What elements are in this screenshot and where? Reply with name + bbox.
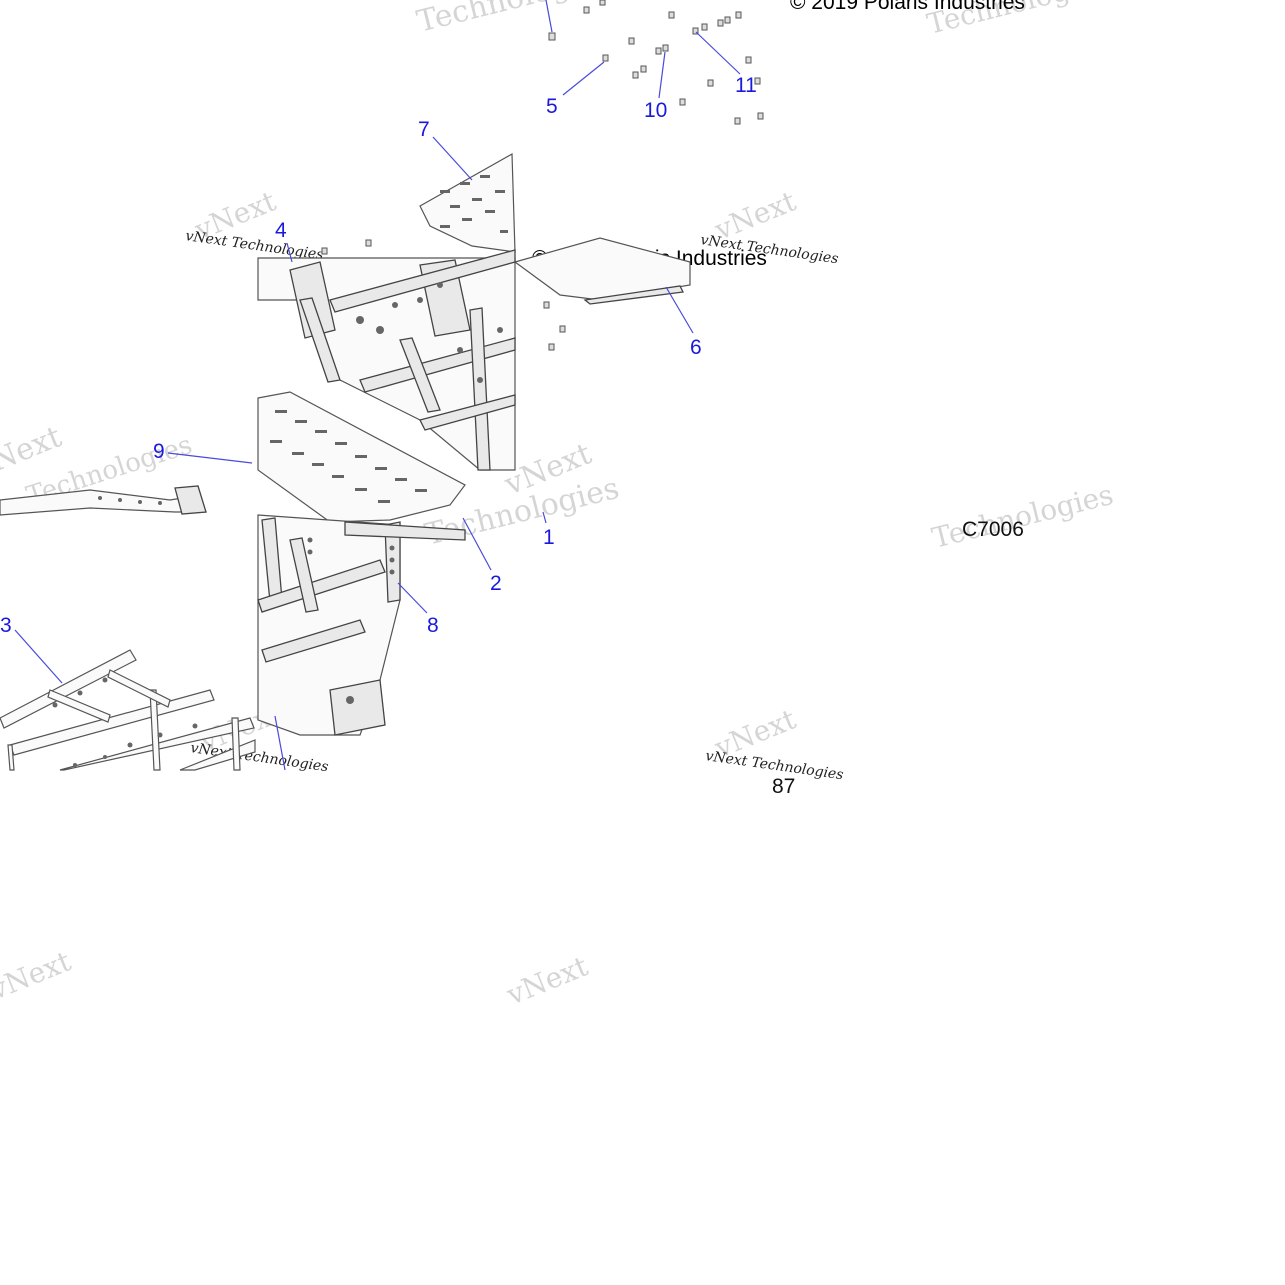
main-frame	[257, 249, 516, 471]
callout-1: 1	[543, 526, 555, 549]
callout-2: 2	[490, 572, 502, 595]
watermark-technologies: Technologies	[929, 478, 1117, 555]
callout-3: 3	[0, 614, 12, 637]
figure-code: C7006	[962, 518, 1024, 541]
front-frame	[257, 514, 466, 736]
callout-6: 6	[690, 336, 702, 359]
callout-5: 5	[546, 95, 558, 118]
callout-7: 7	[418, 118, 430, 141]
callout-labels: 1 2 3 4 5 6 7 8 9 10 11	[0, 74, 757, 637]
leader-lines	[14, 0, 741, 771]
hardware-cluster	[321, 0, 764, 351]
page-fragment: 87	[772, 775, 795, 798]
callout-8: 8	[427, 614, 439, 637]
front-floor-panel	[257, 391, 466, 523]
callout-4: 4	[275, 219, 287, 242]
cargo-rack-frame	[0, 649, 256, 771]
side-rail-bracket	[0, 485, 207, 516]
rear-floor-panel	[419, 152, 516, 253]
copyright-top: © 2019 Polaris Industries	[790, 0, 1025, 14]
side-floor-panel	[513, 237, 691, 305]
watermark-vnext: vNext	[501, 949, 593, 1012]
watermark-technologies: Technologies	[413, 0, 614, 40]
callout-11: 11	[735, 74, 757, 97]
callout-9: 9	[153, 440, 165, 463]
watermark-vnext: vNext	[0, 944, 76, 1007]
callout-10: 10	[644, 99, 667, 122]
